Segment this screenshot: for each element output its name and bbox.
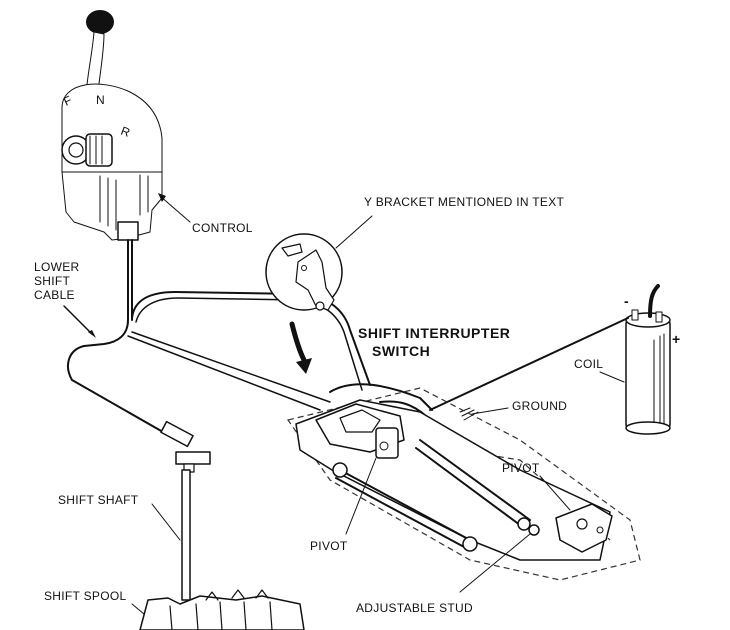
- shift-shaft-label: SHIFT SHAFT: [58, 493, 139, 507]
- label-lower-shift-cable: LOWER SHIFT CABLE: [34, 260, 96, 338]
- shift-spool-label: SHIFT SPOOL: [44, 589, 126, 603]
- control-label: CONTROL: [192, 221, 253, 235]
- adjustable-stud-label: ADJUSTABLE STUD: [356, 601, 473, 615]
- coil-positive-terminal: +: [672, 331, 681, 347]
- pivot-right-label: PIVOT: [502, 461, 540, 475]
- label-adjustable-stud: ADJUSTABLE STUD: [356, 533, 531, 615]
- shift-linkage: [287, 383, 641, 581]
- y-bracket-label: Y BRACKET MENTIONED IN TEXT: [364, 195, 565, 209]
- y-bracket-detail: [265, 215, 373, 311]
- shift-interrupter-label-line2: SWITCH: [372, 343, 430, 359]
- label-shift-spool: SHIFT SPOOL: [44, 589, 145, 615]
- label-pivot-left: PIVOT: [310, 457, 377, 553]
- label-control: CONTROL: [158, 193, 253, 235]
- shift-shaft-assembly: [139, 451, 305, 630]
- label-shift-shaft: SHIFT SHAFT: [58, 493, 181, 541]
- switch-pointer-arrow: [289, 321, 312, 374]
- lower-shift-cable-line1: LOWER: [34, 260, 80, 274]
- label-coil: COIL: [574, 357, 625, 383]
- label-y-bracket: Y BRACKET MENTIONED IN TEXT: [364, 195, 565, 209]
- coil-label: COIL: [574, 357, 603, 371]
- ignition-coil: - +: [624, 284, 681, 435]
- lower-shift-cable-line3: CABLE: [34, 288, 75, 302]
- shift-interrupter-label-line1: SHIFT INTERRUPTER: [358, 325, 510, 341]
- lower-shift-cable-line2: SHIFT: [34, 274, 71, 288]
- label-ground: GROUND: [471, 399, 567, 415]
- gear-letter-neutral: N: [96, 93, 105, 107]
- label-shift-interrupter-switch: SHIFT INTERRUPTER SWITCH: [358, 325, 510, 359]
- coil-negative-terminal: -: [624, 293, 629, 309]
- label-pivot-right: PIVOT: [502, 461, 571, 511]
- ground-label: GROUND: [512, 399, 567, 413]
- remote-control-box: F N R: [61, 10, 163, 241]
- pivot-left-label: PIVOT: [310, 539, 348, 553]
